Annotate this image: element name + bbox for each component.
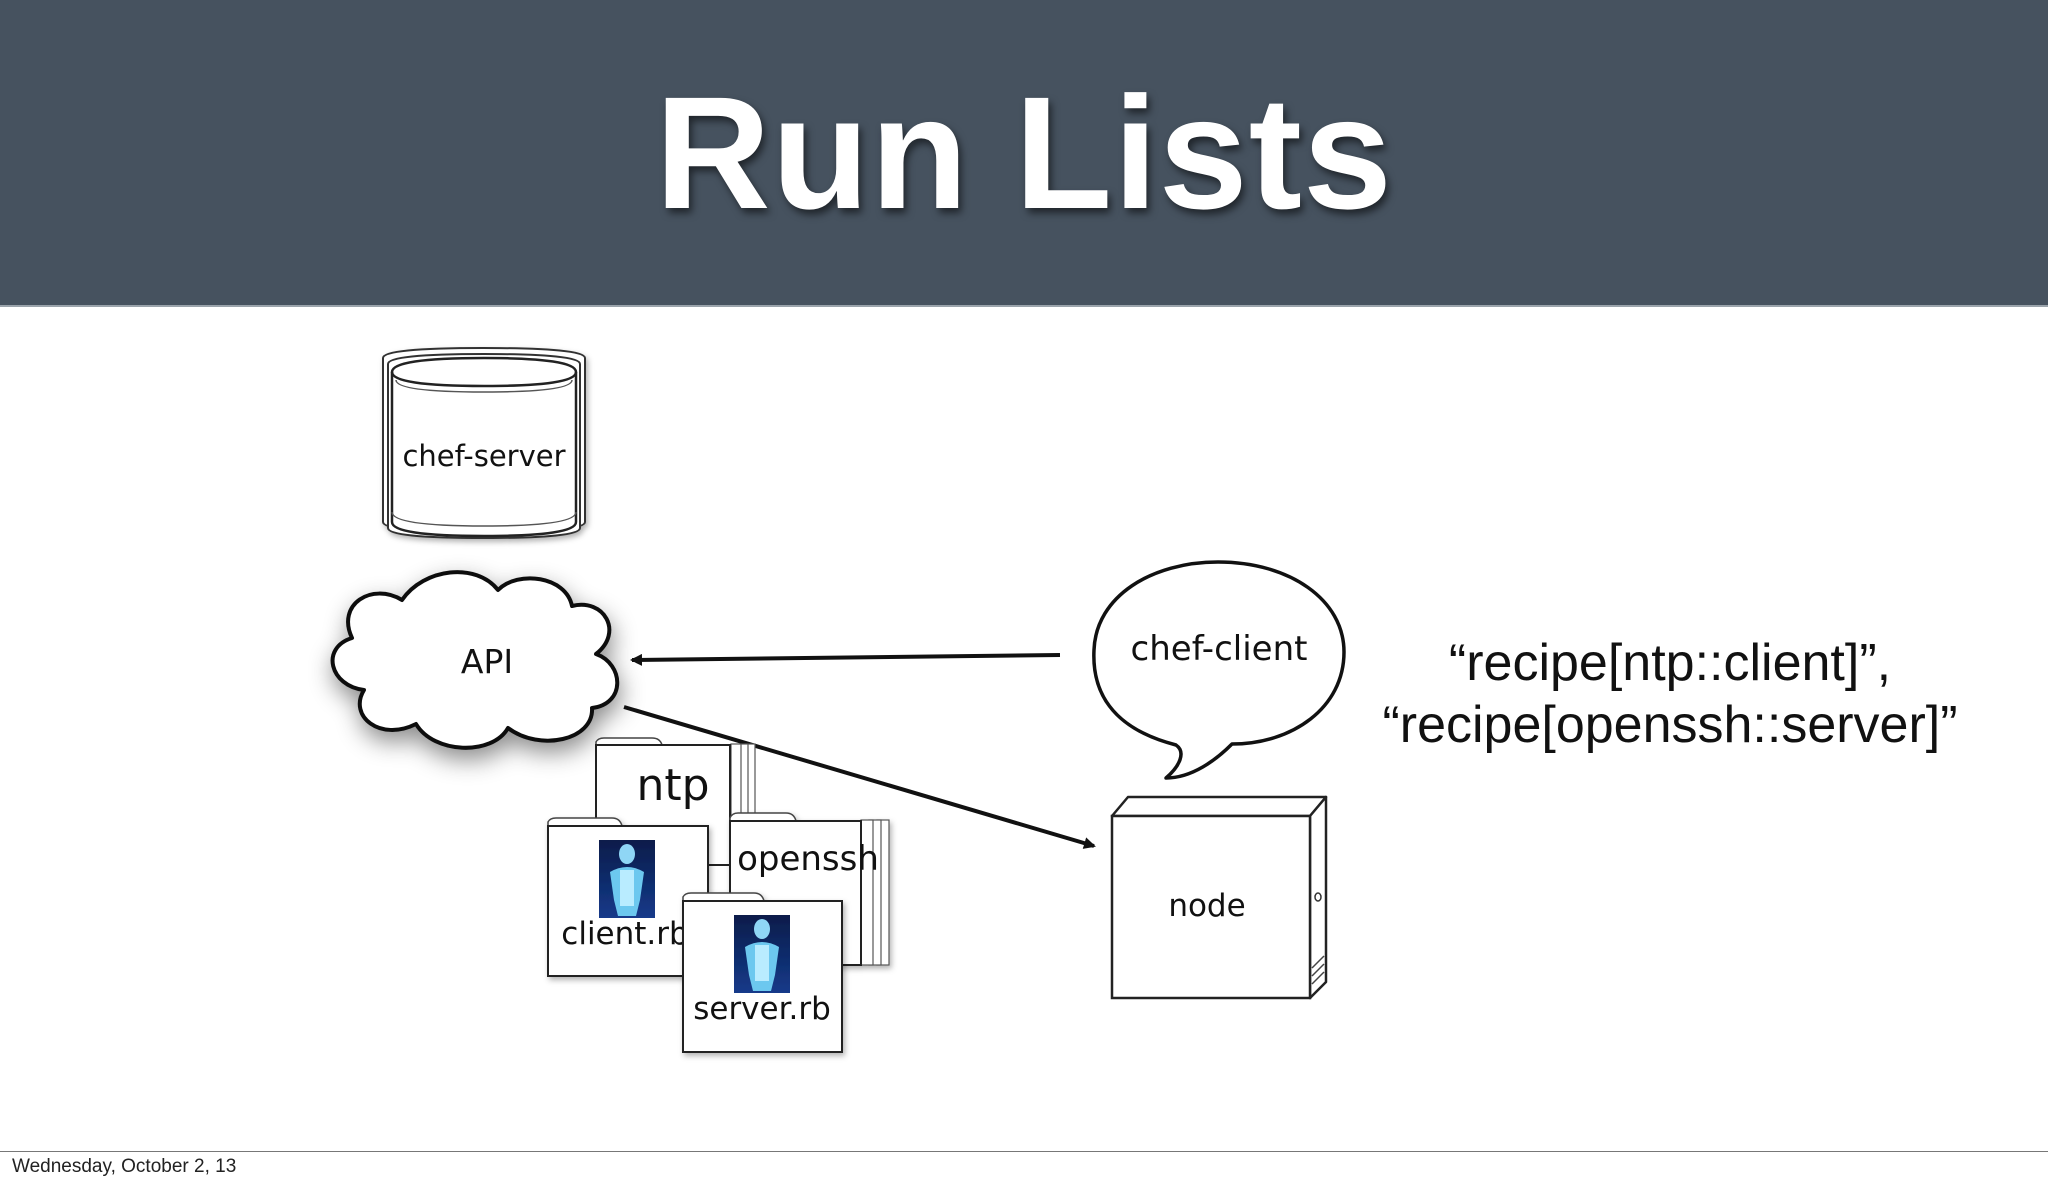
openssh-label: openssh xyxy=(737,839,879,879)
slide-title: Run Lists xyxy=(655,62,1393,242)
run-list-text: “recipe[ntp::client]”, “recipe[openssh::… xyxy=(1330,632,2010,756)
request-arrow xyxy=(630,653,1061,666)
chef-server-label: chef-server xyxy=(402,439,565,473)
chef-client-speech-bubble-icon xyxy=(1092,560,1346,780)
api-cloud-icon xyxy=(330,570,620,750)
run-list-item: “recipe[ntp::client]”, xyxy=(1448,634,1892,692)
ntp-label: ntp xyxy=(636,760,709,811)
node-label: node xyxy=(1168,888,1245,924)
api-label: API xyxy=(461,642,513,681)
chef-server-database-icon xyxy=(382,346,586,540)
footer-divider xyxy=(0,1151,2048,1152)
title-bar xyxy=(0,0,2048,307)
client-rb-label: client.rb xyxy=(561,916,688,952)
run-list-item: “recipe[openssh::server]” xyxy=(1382,696,1958,754)
server-rb-label: server.rb xyxy=(693,991,831,1027)
chef-client-label: chef-client xyxy=(1131,629,1308,669)
server-rb-recipe-icon xyxy=(682,892,843,1053)
footer-date: Wednesday, October 2, 13 xyxy=(12,1156,237,1177)
node-server-icon xyxy=(1110,795,1328,1000)
response-arrow xyxy=(623,705,1096,849)
client-rb-recipe-icon xyxy=(547,817,709,977)
